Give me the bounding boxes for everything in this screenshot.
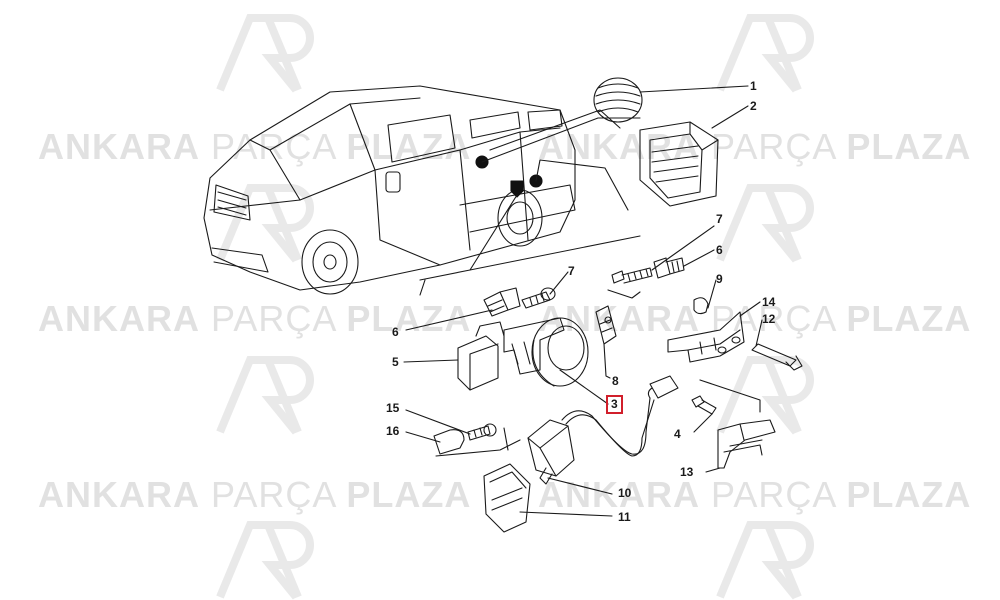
part-2-vent-housing [639, 121, 719, 207]
callout-14: 14 [762, 295, 776, 309]
callout-2: 2 [750, 99, 757, 113]
part-7-screw-left [521, 287, 556, 309]
watermark-logo-icon [216, 356, 314, 435]
callout-6-right: 6 [716, 243, 723, 257]
callout-10: 10 [618, 486, 632, 500]
part-8-lamp-holder [595, 305, 617, 345]
callout-1: 1 [750, 79, 757, 93]
pointer-line-upper [481, 117, 641, 163]
part-9-small-grommet [693, 297, 709, 315]
callout-15: 15 [386, 401, 400, 415]
callout-12: 12 [762, 312, 776, 326]
callout-3-highlighted: 3 [606, 395, 623, 414]
pointer-line-lower [469, 194, 518, 271]
watermark-logo-icon [716, 184, 814, 263]
watermark-logo-icon [716, 356, 814, 435]
part-3-lamp-body [531, 317, 589, 387]
part-mount-bracket [503, 317, 565, 375]
watermark-logo-icon [216, 184, 314, 263]
part-16-cap [433, 429, 465, 455]
callout-13: 13 [680, 465, 694, 479]
callout-7-right: 7 [716, 212, 723, 226]
van-illustration [203, 85, 576, 295]
watermark-logo-icon [216, 521, 314, 600]
part-1-round-vent-grille [593, 77, 643, 123]
van-location-tag [510, 180, 524, 198]
callout-8: 8 [612, 374, 619, 388]
watermark-logo-icon [216, 14, 314, 93]
part-10-lamp-assembly [527, 419, 575, 485]
callout-11: 11 [618, 510, 631, 524]
part-6-clip-left [483, 287, 521, 317]
section-divider-2 [607, 289, 641, 299]
part-4-screw [691, 395, 717, 415]
watermark-logo-icon [716, 521, 814, 600]
part-5-switch [457, 321, 505, 391]
part-3-cable [561, 375, 679, 457]
leader-lines [403, 85, 763, 517]
callout-6-left: 6 [392, 325, 399, 339]
callout-5: 5 [392, 355, 399, 369]
section-divider-5 [503, 427, 509, 451]
watermark-logos [216, 14, 814, 600]
callout-7-left: 7 [568, 264, 575, 278]
part-13-hinge-bracket [717, 419, 776, 469]
part-6-clip-right [653, 257, 685, 279]
pointer-line-mid [535, 159, 629, 211]
callout-4: 4 [674, 427, 681, 441]
callout-16: 16 [386, 424, 400, 438]
section-divider-3 [699, 379, 761, 413]
watermark-logo-icon [716, 14, 814, 93]
part-11-lens [483, 463, 531, 533]
section-divider-1 [419, 235, 641, 281]
section-divider-4 [435, 439, 521, 457]
part-14-bracket [667, 311, 745, 363]
callout-9: 9 [716, 272, 723, 286]
section-divider-1b [419, 279, 426, 296]
part-15-screw [467, 423, 497, 441]
part-7-screw-right [611, 267, 653, 284]
